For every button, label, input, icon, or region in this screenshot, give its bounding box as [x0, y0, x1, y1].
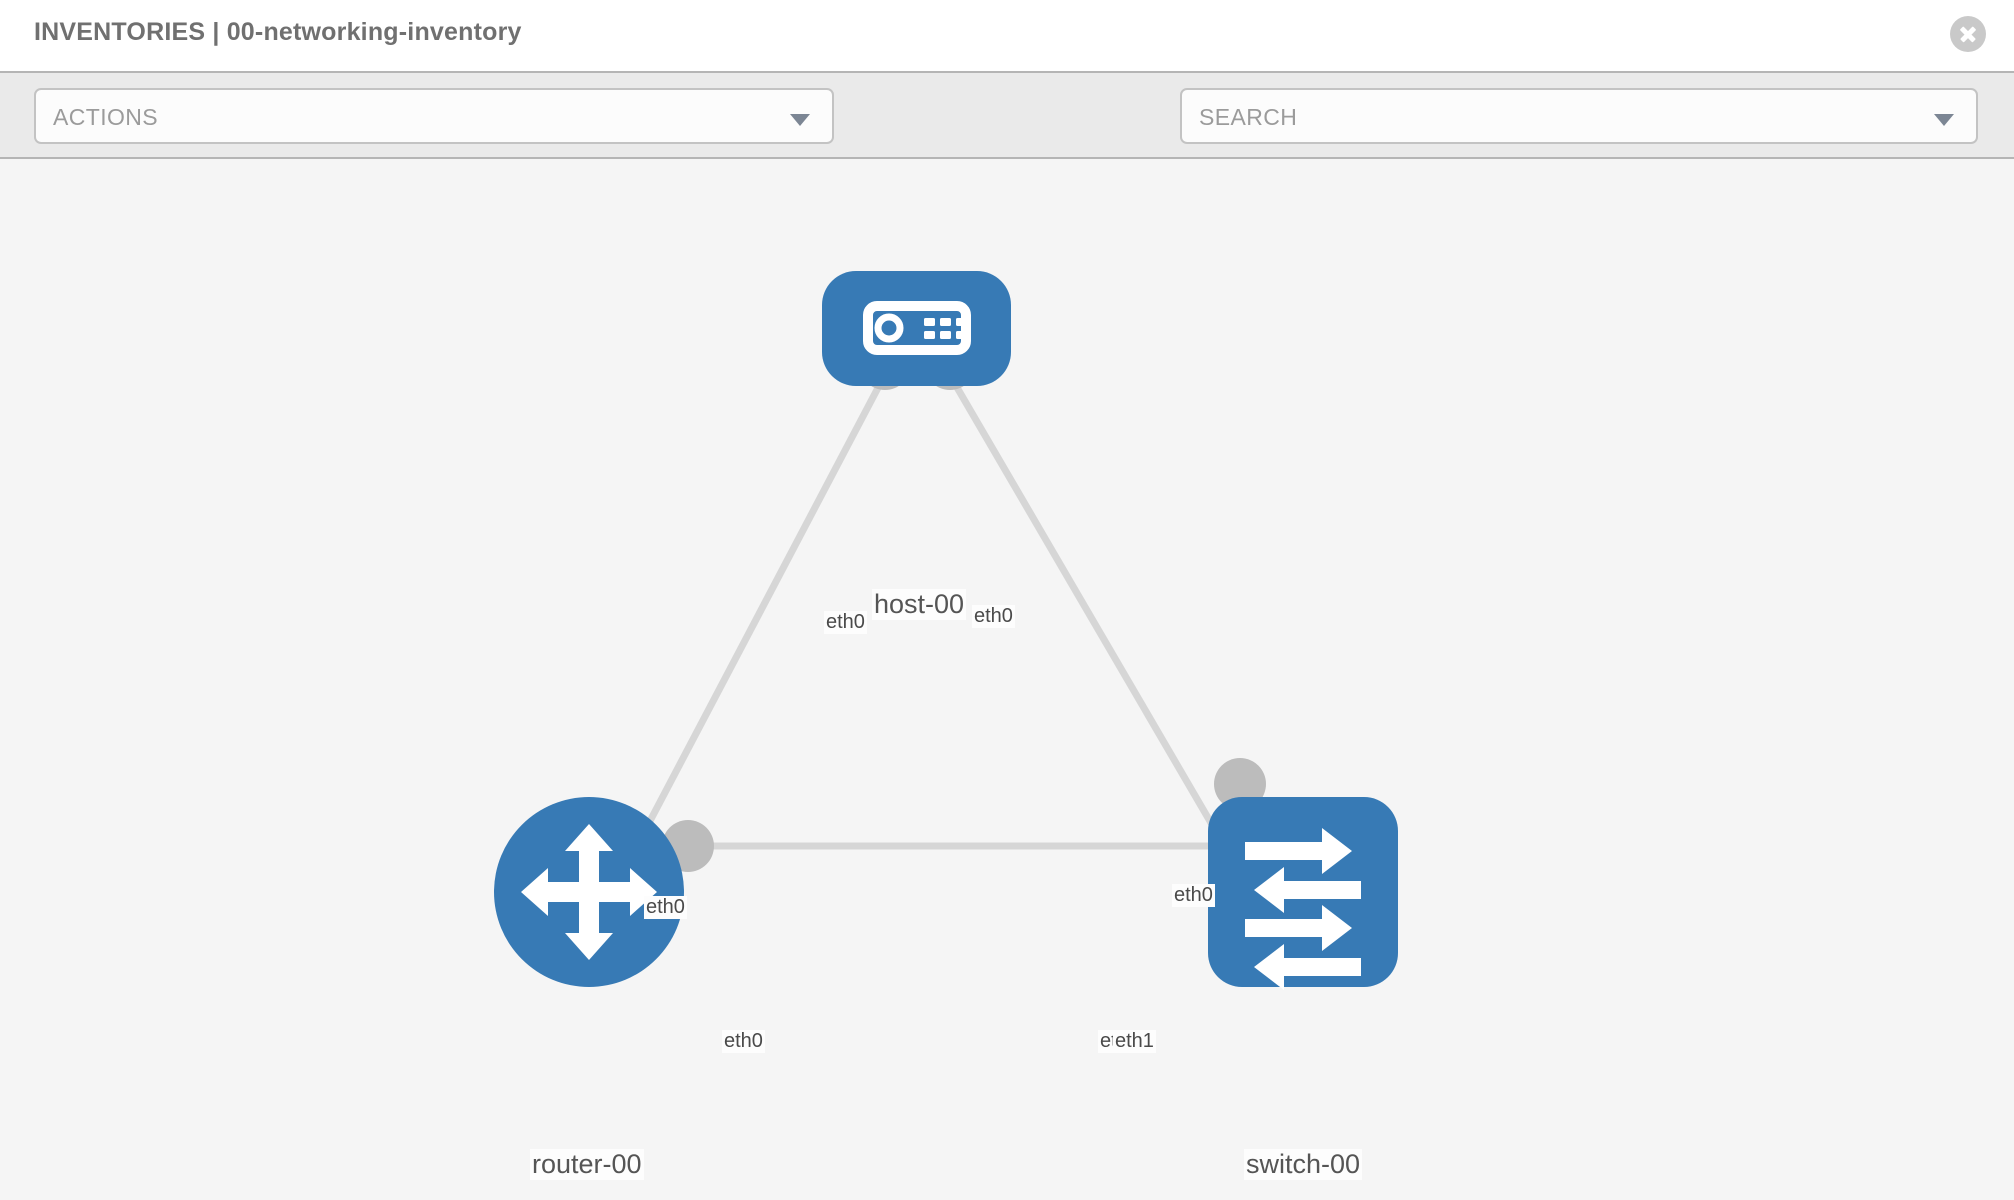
link-host-router	[626, 382, 884, 861]
chevron-down-icon	[790, 114, 810, 126]
search-input[interactable]: SEARCH	[1180, 88, 1978, 144]
edge-label-switch-router-eth1: eth1	[1113, 1030, 1156, 1053]
node-host-00[interactable]	[822, 271, 1011, 386]
topology-graph	[494, 271, 1398, 990]
edge-label-router-host: eth0	[644, 896, 687, 919]
close-icon[interactable]	[1950, 16, 1986, 52]
topology-canvas[interactable]: host-00 router-00 switch-00 eth0 eth0 et…	[0, 159, 2014, 1200]
actions-dropdown[interactable]: ACTIONS	[34, 88, 834, 144]
node-label-switch-00: switch-00	[1244, 1149, 1363, 1180]
chevron-down-icon	[1934, 114, 1954, 126]
edge-label-router-switch: eth0	[722, 1030, 765, 1053]
edge-label-host-switch: eth0	[972, 605, 1015, 628]
switch-arrows-icon	[1245, 828, 1361, 990]
edge-label-host-router: eth0	[824, 611, 867, 634]
node-label-router-00: router-00	[530, 1149, 644, 1180]
search-placeholder: SEARCH	[1199, 104, 1298, 130]
edge-label-switch-host: eth0	[1172, 884, 1215, 907]
link-host-switch	[951, 382, 1236, 861]
node-label-host-00: host-00	[872, 589, 967, 620]
toolbar: ACTIONS SEARCH	[0, 71, 2014, 204]
router-arrows-icon	[521, 824, 657, 960]
node-switch-00[interactable]	[1208, 797, 1398, 990]
page-title: INVENTORIES | 00-networking-inventory	[34, 18, 522, 46]
page-header: INVENTORIES | 00-networking-inventory	[0, 0, 2014, 71]
server-icon	[863, 301, 971, 355]
node-router-00[interactable]	[494, 797, 684, 987]
actions-dropdown-label: ACTIONS	[53, 104, 159, 130]
